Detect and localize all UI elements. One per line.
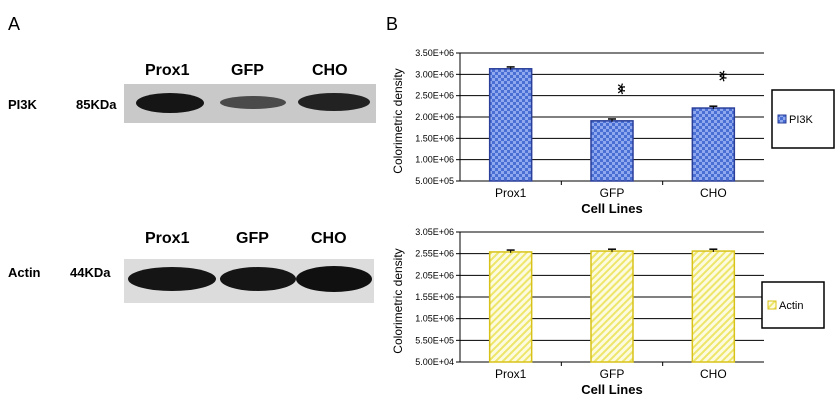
actin-y-axis-title: Colorimetric density bbox=[391, 248, 405, 353]
pi3k-xtick-label-cho: CHO bbox=[700, 186, 727, 200]
pi3k-blot-image bbox=[124, 84, 376, 123]
pi3k-y-axis-title: Colorimetric density bbox=[391, 68, 405, 173]
pi3k-x-axis-title: Cell Lines bbox=[581, 201, 642, 216]
actin-blot-image bbox=[124, 259, 374, 303]
actin-bar-prox1 bbox=[488, 251, 533, 363]
pi3k-ytick-label: 3.50E+06 bbox=[415, 48, 454, 58]
pi3k-ytick-label: 3.00E+06 bbox=[415, 69, 454, 79]
actin-legend-swatch bbox=[767, 300, 777, 310]
pi3k-ytick-label: 1.50E+06 bbox=[415, 133, 454, 143]
actin-ytick-label: 2.05E+06 bbox=[415, 270, 454, 280]
pi3k-xtick-label-prox1: Prox1 bbox=[495, 186, 527, 200]
pi3k-size-label: 85KDa bbox=[76, 97, 117, 112]
bottom-lane-label-gfp: GFP bbox=[236, 230, 269, 247]
pi3k-legend-swatch bbox=[777, 114, 787, 124]
pi3k-significance-cho: ** bbox=[707, 70, 729, 82]
actin-ytick-label: 5.50E+05 bbox=[415, 335, 454, 345]
actin-xtick-label-gfp: GFP bbox=[600, 367, 625, 381]
panel-a-label: A bbox=[8, 14, 21, 34]
actin-ytick-label: 2.55E+06 bbox=[415, 249, 454, 259]
actin-bar-cho bbox=[691, 250, 736, 363]
actin-size-label: 44KDa bbox=[70, 265, 111, 280]
actin-chart: 5.00E+04 5.50E+05 1.05E+06 1.55E+06 2.05E+06… bbox=[391, 227, 825, 397]
top-lane-label-prox1: Prox1 bbox=[145, 62, 190, 79]
actin-ytick-label: 5.00E+04 bbox=[415, 357, 454, 367]
pi3k-band-prox1 bbox=[136, 93, 204, 113]
pi3k-xtick-label-gfp: GFP bbox=[600, 186, 625, 200]
pi3k-ytick-label: 5.00E+05 bbox=[415, 176, 454, 186]
actin-x-axis-title: Cell Lines bbox=[581, 382, 642, 397]
actin-row-label: Actin bbox=[8, 265, 41, 280]
bottom-lane-label-cho: CHO bbox=[311, 230, 347, 247]
actin-legend-label: Actin bbox=[779, 300, 803, 312]
pi3k-row-label: PI3K bbox=[8, 97, 37, 112]
pi3k-band-cho bbox=[298, 93, 370, 111]
actin-ytick-label: 1.05E+06 bbox=[415, 314, 454, 324]
actin-xtick-label-prox1: Prox1 bbox=[495, 367, 527, 381]
actin-xtick-label-cho: CHO bbox=[700, 367, 727, 381]
actin-band-prox1 bbox=[128, 267, 216, 291]
actin-band-gfp bbox=[220, 267, 296, 291]
pi3k-bar-cho bbox=[691, 107, 736, 182]
pi3k-legend-label: PI3K bbox=[789, 114, 814, 126]
top-lane-label-gfp: GFP bbox=[231, 62, 264, 79]
actin-band-cho bbox=[296, 266, 372, 292]
actin-bar-gfp bbox=[590, 250, 634, 363]
top-lane-label-cho: CHO bbox=[312, 62, 348, 79]
actin-ytick-label: 3.05E+06 bbox=[415, 227, 454, 237]
pi3k-ytick-label: 2.50E+06 bbox=[415, 91, 454, 101]
bottom-lane-label-prox1: Prox1 bbox=[145, 230, 190, 247]
panel-b-label: B bbox=[386, 14, 399, 34]
pi3k-band-gfp bbox=[220, 96, 286, 109]
pi3k-bar-prox1 bbox=[488, 68, 533, 182]
pi3k-ytick-label: 1.00E+06 bbox=[415, 155, 454, 165]
pi3k-chart: 5.00E+05 1.00E+06 1.50E+06 2.00E+06 2.50E+06… bbox=[391, 48, 835, 216]
pi3k-bar-gfp bbox=[590, 120, 634, 182]
pi3k-significance-gfp: ** bbox=[606, 83, 628, 95]
pi3k-ytick-label: 2.00E+06 bbox=[415, 112, 454, 122]
actin-ytick-label: 1.55E+06 bbox=[415, 292, 454, 302]
